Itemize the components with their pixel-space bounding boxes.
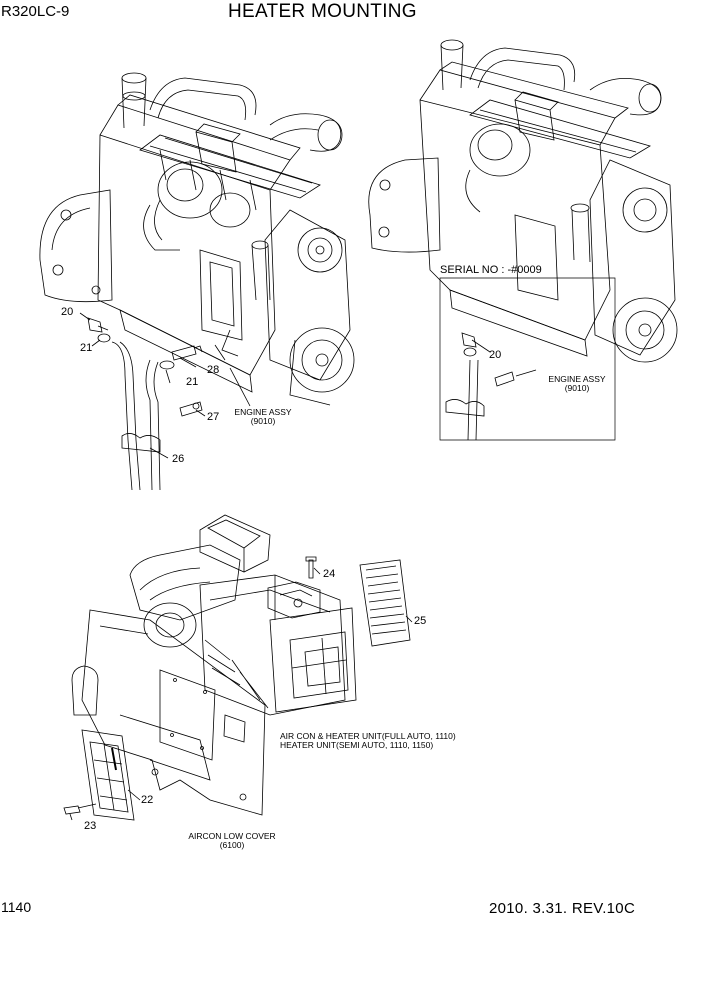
- callout-21-right: 21: [186, 376, 199, 388]
- revision-date: 2010. 3.31. REV.10C: [489, 900, 636, 917]
- engine-assy-left-line1: ENGINE ASSY: [234, 407, 292, 417]
- aircon-low-cover-drawing: [71, 609, 266, 816]
- air-con-heater-unit-drawing: [129, 514, 357, 716]
- engine-assembly-right-drawing: [368, 39, 678, 363]
- serial-number-note: SERIAL NO : -#0009: [440, 264, 542, 276]
- aircon-label-line1: AIR CON & HEATER UNIT(FULL AUTO, 1110): [280, 731, 456, 741]
- aircon-heater-unit-label: AIR CON & HEATER UNIT(FULL AUTO, 1110) H…: [280, 731, 456, 751]
- callout-23: 23: [84, 820, 97, 832]
- engine-assy-right-line2: (9010): [564, 383, 590, 394]
- page-title: HEATER MOUNTING: [228, 1, 417, 22]
- aircon-label-line2: HEATER UNIT(SEMI AUTO, 1110, 1150): [280, 740, 434, 751]
- callout-28: 28: [207, 364, 220, 376]
- cover-label-line2: (6100): [219, 840, 245, 851]
- callout-20-left: 20: [61, 306, 74, 318]
- engine-assembly-left-drawing: [39, 72, 355, 406]
- callout-27: 27: [207, 411, 220, 423]
- heater-hose-parts-left: [79, 312, 251, 491]
- engine-assy-left-line2: (9010): [250, 416, 276, 427]
- engine-assy-label-right: ENGINE ASSY (9010): [542, 374, 612, 394]
- serial-number-frame: [439, 277, 616, 441]
- heater-hose-parts-right: [445, 332, 537, 441]
- callout-25: 25: [414, 615, 427, 627]
- engine-assy-right-line1: ENGINE ASSY: [548, 374, 606, 384]
- callout-26: 26: [172, 453, 185, 465]
- engine-assy-label-left: ENGINE ASSY (9010): [228, 407, 298, 427]
- aircon-low-cover-label: AIRCON LOW COVER (6100): [180, 831, 284, 851]
- vent-grille-drawing: [81, 729, 141, 821]
- page-number: 1140: [1, 899, 32, 915]
- cabin-filter-drawing: [359, 559, 413, 647]
- cover-label-line1: AIRCON LOW COVER: [188, 831, 276, 841]
- model-number: R320LC-9: [1, 3, 70, 20]
- callout-22: 22: [141, 794, 154, 806]
- callout-21-left: 21: [80, 342, 93, 354]
- callout-20-serial: 20: [489, 349, 502, 361]
- screw-drawing: [63, 803, 97, 821]
- callout-24: 24: [323, 568, 336, 580]
